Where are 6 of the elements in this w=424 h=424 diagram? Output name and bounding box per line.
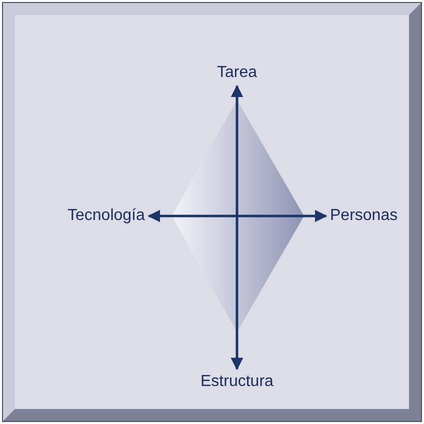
node-label: Estructura [200,373,274,391]
node-label: Tecnología [68,207,145,225]
double-arrow [230,84,244,370]
node-label: Personas [330,207,398,225]
double-arrow [148,210,328,222]
node-label: Tarea [217,64,258,82]
